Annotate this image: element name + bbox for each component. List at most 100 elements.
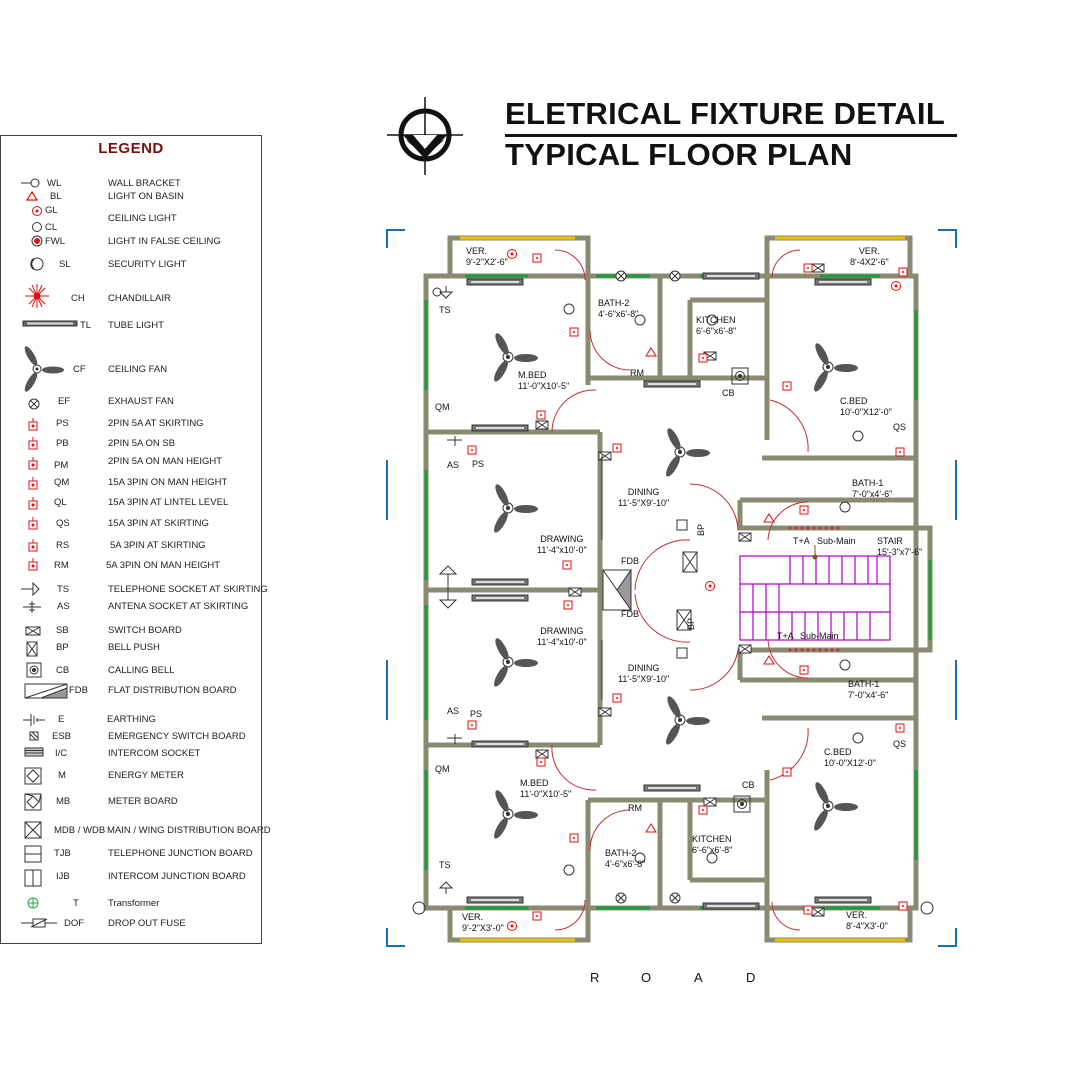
- legend-desc: TUBE LIGHT: [108, 320, 164, 331]
- room-name: STAIR: [877, 536, 903, 546]
- telephone-socket-icon: [21, 581, 40, 597]
- legend-code: I/C: [55, 748, 68, 759]
- legend-code: MDB / WDB: [54, 825, 106, 836]
- label-ps: PS: [470, 709, 483, 719]
- legend-code: BP: [56, 642, 69, 653]
- telephone-socket-icons: [438, 286, 458, 894]
- legend-code: BL: [50, 191, 62, 202]
- legend-code: GL: [45, 205, 58, 216]
- label-bp: BP: [686, 617, 696, 630]
- legend-row: TL TUBE LIGHT: [1, 318, 261, 336]
- legend-code: WL: [47, 178, 62, 189]
- wall-boxes: [676, 519, 688, 659]
- room-size: 8'-4X2'-6": [850, 257, 889, 267]
- legend-row: CL: [1, 220, 261, 238]
- legend-code: IJB: [56, 871, 70, 882]
- legend-heading: LEGEND: [98, 140, 164, 157]
- room-ver-bottom-right: VER.8'-4"X3'-0": [846, 910, 888, 932]
- room-name: DINING: [627, 663, 660, 673]
- antenna-socket-icons: [447, 436, 462, 744]
- earthing-icon: [23, 714, 45, 726]
- room-name: M.BED: [520, 778, 549, 788]
- legend-code: TL: [80, 320, 92, 331]
- legend-code: FDB: [69, 685, 88, 696]
- legend-desc: 15A 3PIN AT SKIRTING: [108, 518, 209, 529]
- legend-desc: CALLING BELL: [108, 665, 175, 676]
- calling-bell-icons: [731, 367, 751, 813]
- telephone-junction-icon: [24, 845, 42, 863]
- room-size: 6'-6"x6'-8": [692, 845, 733, 855]
- security-light-icons: [412, 287, 934, 915]
- legend-row: CH CHANDILLAIR: [1, 291, 261, 309]
- legend-desc: 5A 3PIN AT SKIRTING: [110, 540, 206, 551]
- legend-code: T: [73, 898, 79, 909]
- legend-desc: WALL BRACKET: [108, 178, 181, 189]
- legend-desc: CHANDILLAIR: [108, 293, 171, 304]
- legend-row: QS 15A 3PIN AT SKIRTING: [1, 516, 261, 534]
- label-cb: CB: [722, 388, 735, 398]
- label-ts: TS: [439, 860, 451, 870]
- legend-code: QS: [56, 518, 70, 529]
- room-name: KITCHEN: [692, 834, 732, 844]
- room-size: 9'-2"X2'-6": [466, 257, 508, 267]
- room-size: 11'-0"X10'-5": [520, 789, 572, 799]
- room-size: 11'-4"x10'-0": [537, 637, 587, 647]
- socket-icons: [28, 418, 38, 571]
- false-ceiling-light-icon: [31, 235, 43, 247]
- room-name: DINING: [627, 487, 660, 497]
- legend-code: SB: [56, 625, 69, 636]
- bell-push-icons: [676, 551, 698, 631]
- label-ta: T+A: [777, 631, 794, 641]
- legend-desc: 15A 3PIN AT LINTEL LEVEL: [108, 497, 229, 508]
- legend-code: CH: [71, 293, 85, 304]
- label-as: AS: [447, 460, 460, 470]
- legend-desc: CEILING LIGHT: [108, 213, 177, 224]
- legend-code: ESB: [52, 731, 72, 742]
- chandelier-icon: [25, 284, 49, 308]
- room-size: 8'-4"X3'-0": [846, 921, 888, 931]
- legend-code: RM: [54, 560, 69, 571]
- road-letter: O: [641, 970, 652, 985]
- room-name: BATH-1: [852, 478, 884, 488]
- road-letter: R: [590, 970, 600, 985]
- label-fdb: FDB: [621, 556, 639, 566]
- room-name: VER.: [466, 246, 488, 256]
- legend-code: DOF: [64, 918, 85, 929]
- title-line-1: ELETRICAL FIXTURE DETAIL: [505, 96, 946, 131]
- socket-icon: [28, 517, 38, 530]
- legend-desc: EXHAUST FAN: [108, 396, 174, 407]
- room-ver-top-left: VER.9'-2"X2'-6": [466, 246, 508, 268]
- plan-frame: [386, 229, 957, 947]
- room-size: 4'-6"x6'-8": [598, 309, 639, 319]
- room-ver-top-right: VER.8'-4X2'-6": [850, 246, 889, 268]
- doors: [551, 249, 809, 931]
- socket-icon: [28, 539, 38, 552]
- label-rm: RM: [628, 803, 642, 813]
- room-name: C.BED: [840, 396, 868, 406]
- room-name: DRAWING: [540, 534, 584, 544]
- room-size: 11'-0"X10'-5": [518, 381, 570, 391]
- legend-code: SL: [59, 259, 71, 270]
